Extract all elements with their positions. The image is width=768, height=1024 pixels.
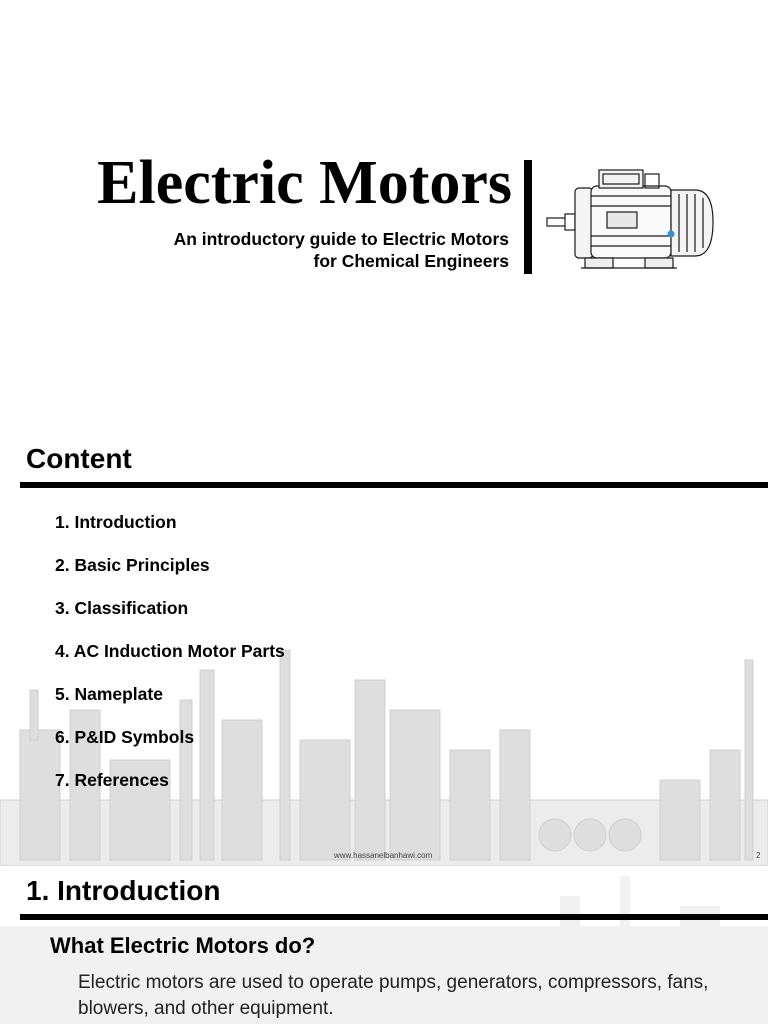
list-item: 3. Classification [55,598,189,618]
page-number: 2 [756,851,761,860]
heading-rule [20,914,768,920]
list-item: 4. AC Induction Motor Parts [55,641,285,661]
contents-list: 1. Introduction 2. Basic Principles 3. C… [55,512,285,813]
subtitle-line-2: for Chemical Engineers [313,251,509,271]
subtitle-line-1: An introductory guide to Electric Motors [173,229,509,249]
electric-motor-icon [546,169,714,269]
body-paragraph: Electric motors are used to operate pump… [78,972,709,1019]
content-slide: Content 1. Introduction 2. Basic Princip… [0,410,768,866]
introduction-slide: 1. Introduction What Electric Motors do?… [0,866,768,1024]
slide-heading: 1. Introduction [26,875,221,906]
slide-heading: Content [26,443,132,474]
section-subheading: What Electric Motors do? [50,933,316,958]
industrial-plant-skyline [0,649,768,866]
list-item: 1. Introduction [55,512,177,532]
heading-rule [20,482,768,488]
presentation-title: Electric Motors [97,149,512,217]
list-item: 6. P&ID Symbols [55,727,195,747]
title-divider [524,160,532,274]
list-item: 5. Nameplate [55,684,163,704]
list-item: 7. References [55,770,169,790]
list-item: 2. Basic Principles [55,555,210,575]
footer-url: www.hassanelbanhawi.com [334,851,433,860]
industrial-plant-skyline [0,876,768,1024]
title-slide: Electric Motors An introductory guide to… [0,0,768,410]
presentation-subtitle: An introductory guide to Electric Motors… [100,228,509,272]
